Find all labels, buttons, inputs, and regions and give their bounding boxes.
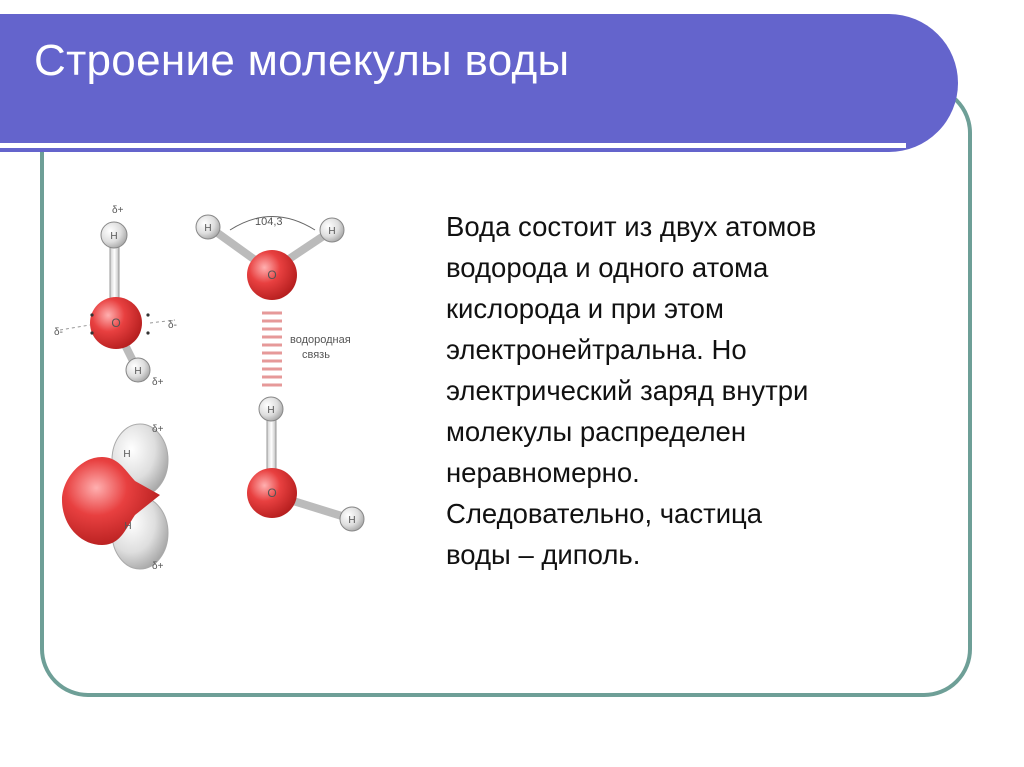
title-underline [0, 143, 906, 148]
atom-label: H [123, 449, 130, 460]
atom-label: O [267, 486, 276, 500]
oxygen-atom [247, 468, 297, 518]
atom-label: O [267, 268, 276, 282]
lone-pair-dot [146, 313, 150, 317]
oxygen-atom [62, 457, 160, 545]
atom-label: H [110, 231, 117, 242]
title-bar: Строение молекулы воды [0, 14, 958, 152]
bond [266, 419, 277, 476]
hydrogen-atom [125, 357, 151, 383]
angle-arc [229, 216, 316, 231]
hydrogen-atom [339, 506, 365, 532]
lone-pair-dot [90, 313, 94, 317]
body-text: Вода состоит из двух атомов водорода и о… [446, 211, 817, 570]
page-title: Строение молекулы воды [34, 36, 570, 85]
atom-label: H [204, 223, 211, 234]
charge-label: δ+ [152, 561, 164, 572]
content-frame [40, 85, 972, 697]
atom-label: H [134, 366, 141, 377]
charge-label: δ+ [112, 205, 124, 216]
lone-pair-axis [59, 324, 91, 331]
lone-pair-dot [146, 331, 150, 335]
water-molecule-diagram: H O H δ+ δ- δ- δ+ H H δ+ δ+ 104,3 H H O [54, 205, 365, 572]
molecule-1: H O H δ+ δ- δ- δ+ [54, 205, 177, 388]
lone-pair-dot [90, 331, 94, 335]
angle-label: 104,3 [255, 216, 283, 228]
charge-label: δ+ [152, 424, 164, 435]
atom-label: O [111, 316, 120, 330]
hydrogen-atom [195, 214, 221, 240]
charge-label: δ- [54, 327, 63, 338]
bond [288, 496, 347, 521]
lone-pair-axis [149, 319, 176, 324]
hydrogen-atom [319, 217, 345, 243]
hydrogen-atom [258, 396, 284, 422]
atom-label: H [267, 405, 274, 416]
charge-label: δ+ [152, 377, 164, 388]
molecule-3: 104,3 H H O [195, 214, 345, 300]
hydrogen-atom [100, 221, 128, 249]
atom-label: H [124, 521, 131, 532]
molecule-2: H H δ+ δ+ [62, 423, 169, 572]
molecule-4: H O H [247, 396, 365, 532]
atom-label: H [348, 515, 355, 526]
atom-label: H [328, 226, 335, 237]
charge-label: δ- [168, 320, 177, 331]
oxygen-atom [90, 297, 142, 349]
hydrogen-bond: водородная связь [262, 311, 351, 387]
hbond-label: водородная [290, 334, 351, 346]
hbond-label: связь [302, 349, 330, 361]
oxygen-atom [247, 250, 297, 300]
